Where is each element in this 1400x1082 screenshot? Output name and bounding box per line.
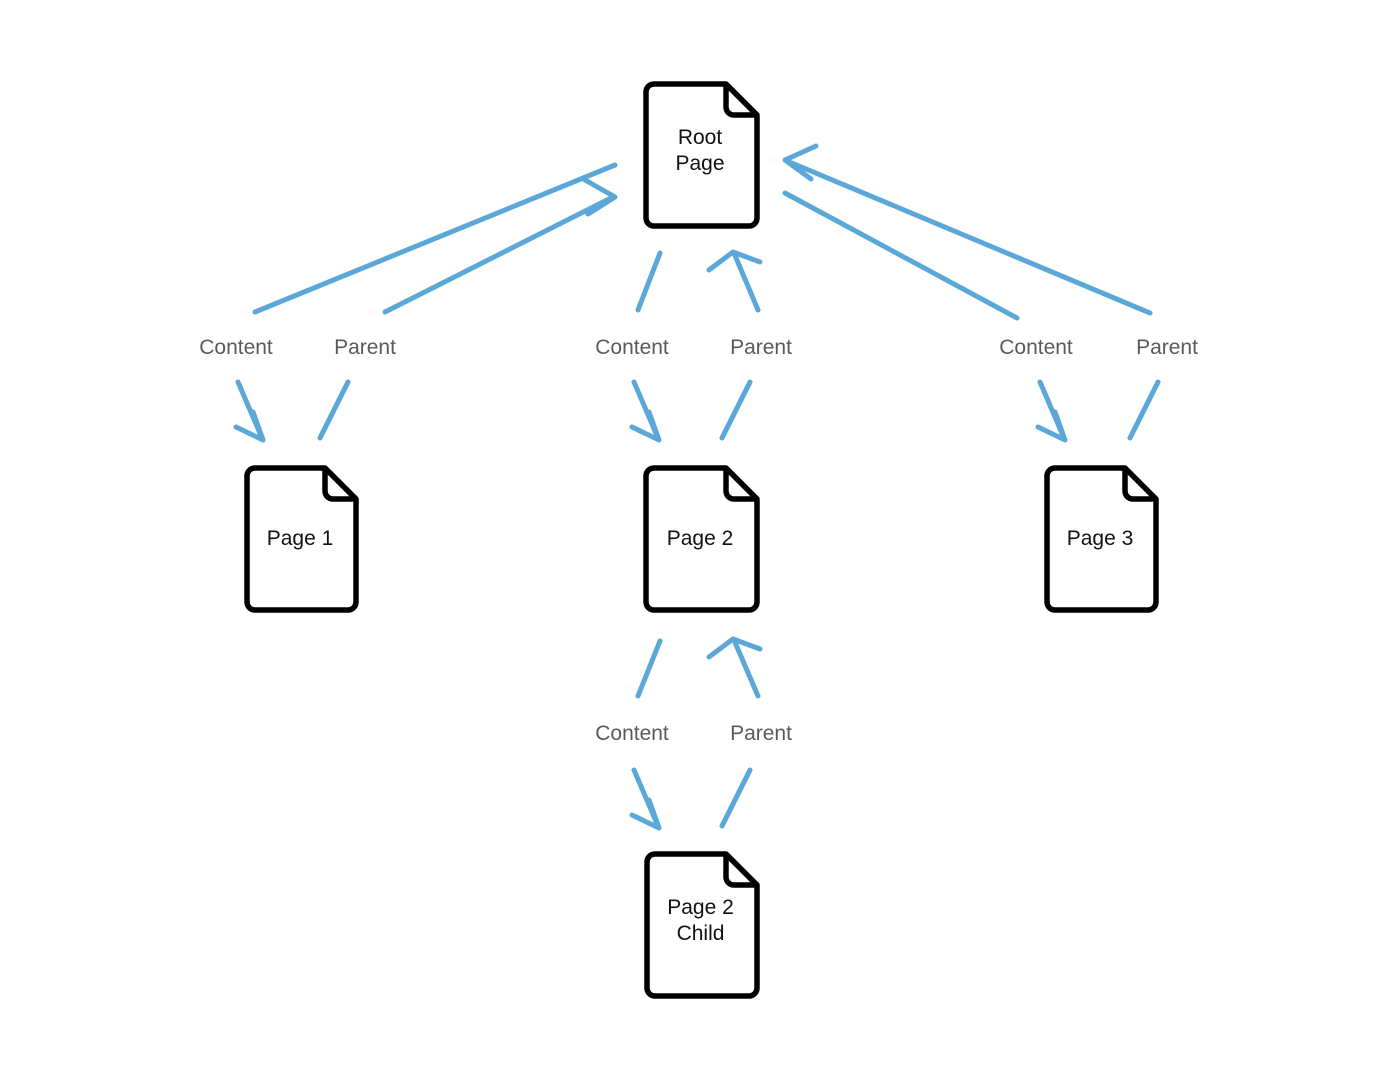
node-page-1[interactable]: Page 1 — [241, 465, 359, 613]
edge-root-content-page3 — [782, 190, 1068, 443]
edge-segment-upper — [635, 638, 663, 699]
edge-page1-parent-root — [317, 177, 618, 441]
edge-page2-content-child — [629, 638, 663, 831]
document-page-icon — [643, 465, 760, 613]
edge-label-page3-parent-root: Parent — [1136, 336, 1198, 359]
edge-label-page2-content-child: Content — [595, 722, 669, 745]
arrowhead-up-icon — [706, 249, 763, 273]
arrowhead-up-right-icon — [582, 177, 618, 217]
page-fold-corner — [723, 854, 757, 888]
arrowhead-up-icon — [706, 636, 763, 660]
edge-label-root-content-page3: Content — [999, 336, 1073, 359]
document-page-icon — [643, 81, 760, 229]
page-fold-corner — [1122, 468, 1156, 502]
page-fold-corner — [723, 84, 757, 118]
edge-label-child-parent-page2: Parent — [730, 722, 792, 745]
node-page-2[interactable]: Page 2 — [640, 465, 760, 613]
edge-segment-upper — [731, 250, 761, 313]
node-page-2-child[interactable]: Page 2 Child — [641, 851, 760, 999]
edge-segment-upper — [635, 250, 663, 313]
document-page-icon — [244, 465, 359, 613]
edge-segment-upper — [784, 158, 1153, 316]
arrowhead-down-icon — [629, 409, 662, 443]
document-page-icon — [644, 851, 760, 999]
edge-page3-parent-root — [782, 143, 1161, 441]
document-page-icon — [1044, 465, 1159, 613]
page-fold-corner — [322, 468, 356, 502]
edge-page2-parent-root — [706, 249, 763, 441]
page-outline — [1044, 465, 1159, 613]
edge-segment-lower — [317, 379, 351, 441]
edge-label-page1-parent-root: Parent — [334, 336, 396, 359]
edge-segment-lower — [719, 767, 753, 829]
page-outline — [644, 851, 760, 999]
page-outline — [643, 465, 760, 613]
edge-segment-upper — [782, 190, 1020, 321]
edge-segment-lower — [1127, 379, 1161, 441]
edge-segment-upper — [382, 194, 616, 315]
page-fold-corner — [723, 468, 757, 502]
arrowhead-up-left-icon — [782, 143, 819, 182]
edge-child-parent-page2 — [706, 636, 763, 829]
edge-segment-upper — [731, 637, 761, 699]
edge-root-content-page1 — [233, 162, 618, 443]
edge-root-content-page2 — [629, 250, 663, 443]
edge-label-page2-parent-root: Parent — [730, 336, 792, 359]
edge-segment-lower — [719, 379, 753, 441]
arrowhead-down-icon — [233, 409, 266, 443]
node-page-3[interactable]: Page 3 — [1041, 465, 1159, 613]
page-outline — [643, 81, 760, 229]
edge-label-root-content-page1: Content — [199, 336, 273, 359]
edge-segment-upper — [252, 162, 618, 315]
node-root-page[interactable]: Root Page — [640, 81, 760, 229]
arrowhead-down-icon — [629, 797, 662, 831]
arrowhead-down-icon — [1035, 409, 1068, 443]
edge-label-root-content-page2: Content — [595, 336, 669, 359]
page-outline — [244, 465, 359, 613]
